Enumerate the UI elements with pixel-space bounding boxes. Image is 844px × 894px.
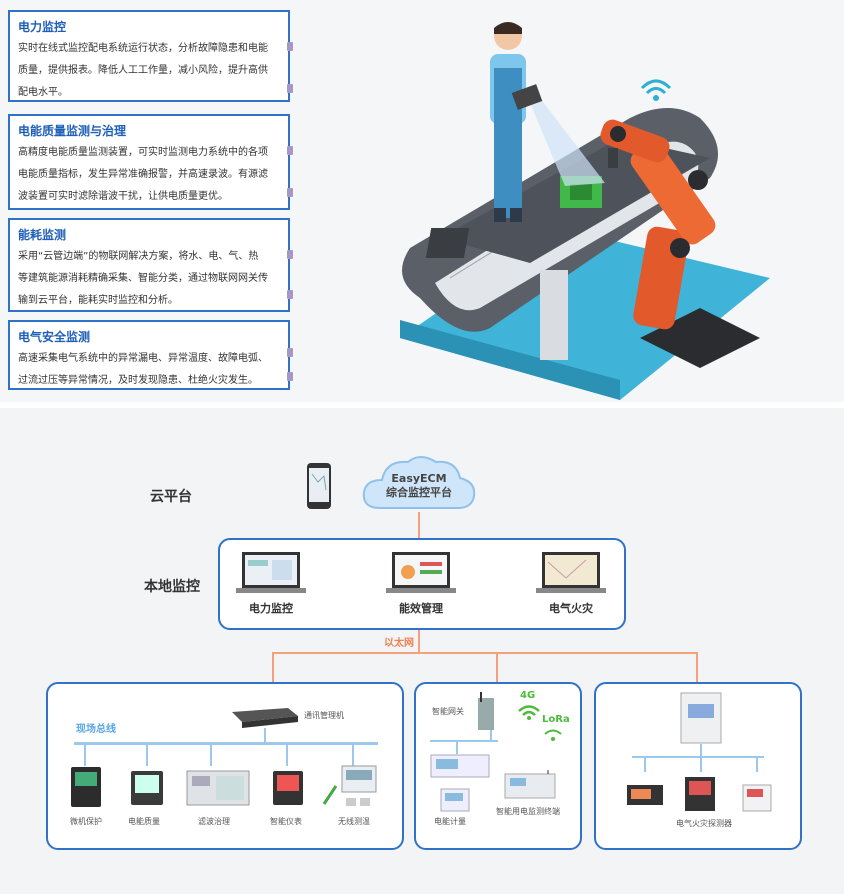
- gateway-icon: [478, 692, 494, 730]
- card-marker: [287, 146, 293, 155]
- monitor-energy: 能效管理: [386, 550, 456, 615]
- device-label: 电能质量: [128, 817, 160, 826]
- monitor-label: 电力监控: [249, 602, 293, 615]
- comm-manager-label: 通讯管理机: [304, 711, 344, 720]
- card-text: 采用“云管边端”的物联网解决方案，将水、电、气、热 等建筑能源消耗精确采集、智能…: [18, 246, 280, 312]
- gateway-bus: [430, 740, 498, 742]
- net-lora-label: LoRa: [542, 714, 570, 725]
- card-title: 电能质量监测与治理: [18, 124, 127, 138]
- device-label: 无线测温: [338, 817, 370, 826]
- card-line: 采用“云管边端”的物联网解决方案，将水、电、气、热: [18, 251, 259, 262]
- card-electrical-safety: 电气安全监测 高速采集电气系统中的异常漏电、异常温度、故障电弧、 过流过压等异常…: [8, 320, 293, 392]
- field-bus-label: 现场总线: [76, 724, 116, 735]
- factory-illustration: [400, 22, 770, 400]
- monitor-power: 电力监控: [236, 550, 306, 615]
- card-marker: [287, 84, 293, 93]
- cloud-icon: [362, 456, 476, 509]
- power-quality-meter-icon: [131, 771, 163, 805]
- comm-manager-icon: [232, 708, 298, 728]
- fire-bus: [632, 756, 764, 758]
- fire-monitor-panel-icon: [680, 692, 722, 744]
- local-layer-label: 本地监控: [144, 579, 200, 595]
- card-line: 等建筑能源消耗精确采集、智能分类，通过物联网网关传: [18, 273, 268, 284]
- net-4g-label: 4G: [520, 690, 536, 701]
- device-label: 微机保护: [70, 817, 102, 826]
- cloud-name-line: 综合监控平台: [386, 486, 452, 499]
- energy-meter-rail-icon: [430, 754, 490, 778]
- ethernet-trunk: [418, 630, 420, 652]
- card-text: 实时在线式监控配电系统运行状态，分析故障隐患和电能 质量，提供报表。降低人工工作…: [18, 38, 280, 104]
- fire-detector-icon: [742, 784, 772, 812]
- wifi-icon: [544, 729, 562, 741]
- card-marker: [287, 42, 293, 51]
- energy-meter-icon: [440, 788, 470, 812]
- card-text: 高速采集电气系统中的异常漏电、异常温度、故障电弧、 过流过压等异常情况，及时发现…: [18, 348, 280, 392]
- card-title: 电气安全监测: [18, 330, 91, 344]
- relay-protection-icon: [71, 767, 101, 807]
- card-marker: [287, 188, 293, 197]
- laptop-icon: [236, 552, 306, 593]
- ethernet-drop: [696, 652, 698, 682]
- tablet-icon: [511, 84, 543, 110]
- device-label: 智能仪表: [270, 817, 302, 826]
- card-power-quality: 电能质量监测与治理 高精度电能质量监测装置，可实时监测电力系统中的各项 电能质量…: [8, 114, 293, 210]
- smart-terminal-icon: [504, 770, 556, 799]
- gateway-label: 智能网关: [432, 707, 464, 716]
- monitor-fire: 电气火灾: [536, 550, 606, 615]
- card-title: 能耗监测: [18, 228, 67, 242]
- gateway-box: 智能网关 4G LoRa 电能计量 智能用电监测终端: [414, 682, 582, 850]
- wifi-icon: [640, 79, 672, 101]
- card-line: 质量，提供报表。降低人工工作量，减小风险，提升高供: [18, 65, 268, 76]
- card-marker: [287, 372, 293, 381]
- wifi-icon: [518, 705, 540, 720]
- energy-meter-label: 电能计量: [434, 817, 466, 826]
- phone-icon: [307, 463, 331, 509]
- card-line: 高速采集电气系统中的异常漏电、异常温度、故障电弧、: [18, 353, 268, 364]
- ethernet-drop: [496, 652, 498, 682]
- wireless-temp-icon: [322, 765, 377, 806]
- local-monitoring-box: 电力监控 能效管理 电气火灾: [218, 538, 626, 630]
- cloud-name-line: EasyECM: [391, 472, 447, 485]
- card-line: 配电水平。: [18, 87, 68, 98]
- fire-detector-icon: [627, 785, 663, 805]
- card-line: 过流过压等异常情况，及时发现隐患、杜绝火灾发生。: [18, 375, 258, 386]
- field-bus-box: 现场总线 通讯管理机 微机保护 电能质量 滤波治理 智能仪表 无线测温: [46, 682, 404, 850]
- fire-detection-box: 电气火灾探测器: [594, 682, 802, 850]
- card-marker: [287, 250, 293, 259]
- laptop-icon: [386, 552, 456, 593]
- card-text: 高精度电能质量监测装置，可实时监测电力系统中的各项 电能质量指标，发生异常准确报…: [18, 142, 280, 208]
- laptop-icon: [536, 552, 606, 593]
- card-line: 输到云平台，能耗实时监控和分析。: [18, 295, 178, 306]
- card-line: 波装置可实时滤除谐波干扰，让供电质量更优。: [18, 191, 228, 202]
- cloud-layer-label: 云平台: [150, 489, 192, 505]
- filter-device-icon: [186, 770, 250, 806]
- ethernet-label: 以太网: [384, 638, 414, 649]
- system-diagram: 云平台 EasyECM 综合监控平台 本地监控 电力监控 能效管理 电气火灾 以…: [0, 408, 844, 894]
- cloud-link-line: [418, 512, 420, 538]
- fire-detector-icon: [685, 777, 715, 811]
- device-label: 滤波治理: [198, 817, 230, 826]
- monitor-label: 电气火灾: [549, 602, 593, 615]
- ethernet-bus: [272, 652, 698, 654]
- feature-panel: 电力监控 实时在线式监控配电系统运行状态，分析故障隐患和电能 质量，提供报表。降…: [0, 0, 844, 402]
- card-marker: [287, 290, 293, 299]
- ethernet-drop: [272, 652, 274, 682]
- smart-terminal-label: 智能用电监测终端: [496, 807, 560, 816]
- monitor-label: 能效管理: [399, 602, 443, 615]
- cloud-platform-name: EasyECM 综合监控平台: [360, 472, 478, 500]
- card-line: 高精度电能质量监测装置，可实时监测电力系统中的各项: [18, 147, 268, 158]
- card-energy-monitoring: 能耗监测 采用“云管边端”的物联网解决方案，将水、电、气、热 等建筑能源消耗精确…: [8, 218, 293, 312]
- fire-detector-label: 电气火灾探测器: [676, 819, 732, 828]
- card-line: 电能质量指标，发生异常准确报警，并高速录波。有源滤: [18, 169, 268, 180]
- card-power-monitoring: 电力监控 实时在线式监控配电系统运行状态，分析故障隐患和电能 质量，提供报表。降…: [8, 10, 293, 104]
- card-marker: [287, 348, 293, 357]
- card-title: 电力监控: [18, 20, 67, 34]
- smart-meter-icon: [273, 771, 303, 805]
- card-line: 实时在线式监控配电系统运行状态，分析故障隐患和电能: [18, 43, 268, 54]
- field-bus-line: [74, 742, 378, 745]
